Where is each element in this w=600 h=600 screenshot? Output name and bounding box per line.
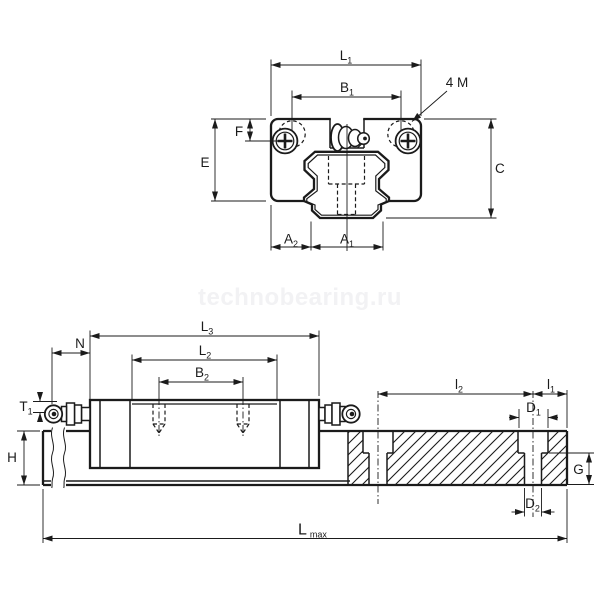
carriage-side [88, 398, 321, 470]
callout-4M: 4 M [411, 75, 469, 122]
grease-nipple-right [318, 402, 361, 426]
dim-N: N [51, 336, 90, 404]
rail-break-line [51, 427, 54, 489]
watermark: technobearing.ru [198, 284, 402, 311]
rail-section-hatch [348, 431, 567, 485]
rail-bolt-hole-2 [517, 391, 549, 517]
grease-nipple-left [43, 402, 91, 426]
dim-label-L1: L1 [340, 48, 353, 66]
dim-T1: T1 [19, 392, 57, 422]
dim-L1: L1 [270, 48, 422, 116]
dim-label-N: N [75, 336, 85, 351]
dim-H: H [7, 430, 40, 486]
dim-L2: L2 [131, 343, 278, 399]
dim-B1: B1 [291, 80, 402, 131]
dim-label-D1: D1 [526, 400, 541, 418]
dim-label-D2: D2 [525, 496, 540, 514]
grease-nipple-front [330, 123, 371, 152]
dim-label-L2: L2 [199, 343, 212, 361]
callout-label-4M: 4 M [446, 75, 469, 90]
dim-G: G [549, 452, 594, 485]
dim-l2-l1: l2 l1 [378, 377, 568, 428]
rail-profile-front [302, 150, 391, 220]
rail-bolt-hidden-lines [327, 156, 366, 216]
dim-label-T1: T1 [19, 399, 32, 417]
rail-side [41, 391, 569, 517]
dim-label-l2: l2 [455, 377, 463, 395]
dim-label-L3: L3 [201, 319, 214, 337]
dim-C: C [386, 118, 505, 219]
dim-D1: D1 [509, 400, 558, 428]
dim-A2-A1: A2 A1 [270, 205, 384, 251]
dim-label-A2: A2 [284, 232, 298, 250]
dim-L3: L3 [89, 319, 320, 399]
dim-label-A1: A1 [340, 232, 354, 250]
dim-label-G: G [573, 462, 584, 477]
carriage-thread-hole-2 [236, 398, 250, 437]
mounting-screw-right [394, 127, 422, 155]
dim-label-F: F [235, 124, 243, 139]
carriage-thread-hole-1 [152, 398, 166, 437]
dim-D2: D2 [511, 488, 555, 517]
dim-label-C: C [495, 161, 505, 176]
dim-label-l1: l1 [547, 377, 555, 395]
dim-E: E [200, 118, 266, 202]
rail-bolt-hole-1 [362, 391, 394, 504]
dim-label-E: E [200, 155, 209, 170]
dim-F: F [235, 119, 281, 142]
dim-label-B2: B2 [195, 365, 209, 383]
dim-label-H: H [7, 450, 17, 465]
dim-label-B1: B1 [340, 80, 354, 98]
dim-B2: B2 [158, 365, 244, 398]
front-view: L1 B1 4 M F E C [200, 48, 505, 251]
side-view: L3 L2 B2 N T1 H [7, 319, 594, 543]
